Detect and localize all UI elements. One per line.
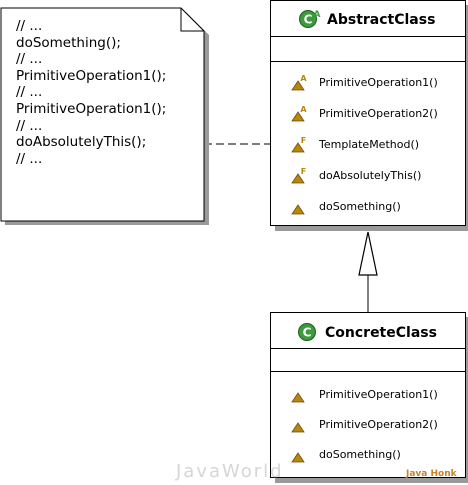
concrete-class-header: C ConcreteClass [271, 313, 465, 349]
operation-label: PrimitiveOperation2() [319, 418, 438, 431]
operation-label: doSomething() [319, 200, 401, 213]
note-line: // ... [16, 84, 43, 101]
note-line: // ... [16, 18, 43, 34]
abstract-class-header: C A AbstractClass [271, 1, 465, 37]
abstract-class-box[interactable]: C A AbstractClass A PrimitiveOperation1()… [270, 0, 466, 226]
note-fold [180, 8, 204, 32]
svg-text:C: C [303, 326, 312, 340]
operation-label: PrimitiveOperation2() [319, 107, 438, 120]
operation-label: PrimitiveOperation1() [319, 76, 438, 89]
abstract-method-icon: A [291, 105, 307, 122]
note-line: // ... [16, 150, 43, 167]
abstract-method-icon: A [291, 74, 307, 91]
note-line: doSomething(); [16, 34, 121, 51]
protected-method-icon [291, 392, 305, 403]
svg-text:C: C [304, 13, 313, 27]
svg-text:F: F [301, 136, 306, 145]
final-method-icon: F [291, 136, 306, 153]
concrete-class-box[interactable]: C ConcreteClass PrimitiveOperation1() Pri… [270, 312, 466, 478]
note-line: PrimitiveOperation1(); [16, 67, 167, 84]
operation-row[interactable]: F TemplateMethod() [271, 133, 465, 157]
abstract-class-attr-separator [271, 61, 465, 62]
protected-method-icon [291, 452, 305, 463]
operation-row[interactable]: A PrimitiveOperation1() [271, 71, 465, 95]
operation-row[interactable]: PrimitiveOperation1() [271, 383, 465, 407]
note-line: // ... [16, 117, 43, 134]
operation-label: TemplateMethod() [319, 138, 420, 151]
class-icon: C [298, 323, 316, 341]
svg-text:A: A [314, 10, 321, 20]
operation-row[interactable]: PrimitiveOperation2() [271, 413, 465, 437]
operation-row[interactable]: doSomething() [271, 195, 465, 219]
svg-text:A: A [300, 105, 307, 114]
note-line: doAbsolutelyThis(); [16, 134, 147, 151]
protected-method-icon [291, 422, 305, 433]
watermark-text: JavaWorld [176, 461, 284, 482]
final-method-icon: F [291, 167, 306, 184]
note-line: // ... [16, 51, 43, 68]
generalization-arrowhead [358, 231, 378, 276]
svg-text:F: F [301, 167, 306, 176]
brand-label: Java Honk [406, 469, 457, 479]
abstract-class-icon: C A [299, 10, 321, 28]
operation-label: PrimitiveOperation1() [319, 388, 438, 401]
operation-label: doSomething() [319, 448, 401, 461]
concrete-class-name: ConcreteClass [325, 325, 437, 341]
note-body [0, 7, 205, 222]
operation-label: doAbsolutelyThis() [319, 169, 422, 182]
operation-row[interactable]: doSomething() [271, 443, 465, 467]
protected-method-icon [291, 204, 305, 215]
operation-row[interactable]: A PrimitiveOperation2() [271, 102, 465, 126]
note-line: PrimitiveOperation1(); [16, 101, 167, 117]
concrete-class-attr-separator [271, 371, 465, 372]
svg-text:A: A [300, 74, 307, 83]
abstract-class-name: AbstractClass [327, 12, 436, 28]
